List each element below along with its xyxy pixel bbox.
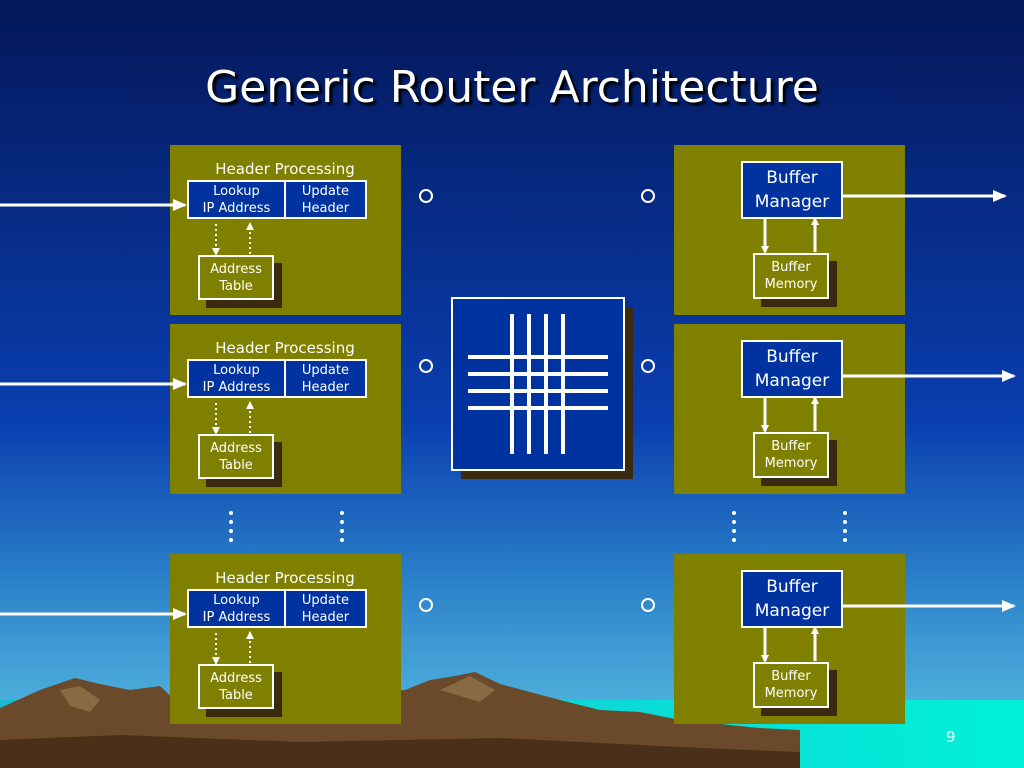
slide-title: Generic Router Architecture: [205, 62, 819, 113]
update-header: Update Header: [301, 362, 350, 395]
port-circle: [641, 189, 655, 203]
port-circle: [419, 598, 433, 612]
lookup-ip-address: Lookup IP Address: [189, 182, 286, 217]
port-circle: [419, 359, 433, 373]
switch-fabric: [451, 297, 633, 479]
ellipsis-dots: [229, 511, 847, 542]
header-processing-label: Header Processing: [215, 160, 355, 178]
header-processing-box: Lookup IP Address Update Header: [187, 589, 367, 628]
input-panel-1: Header Processing Lookup IP Address Upda…: [170, 145, 401, 315]
lookup-ip-address: Lookup IP Address: [189, 361, 286, 396]
buffer-manager: Buffer Manager: [741, 340, 843, 398]
page-number: 9: [946, 728, 956, 746]
header-processing-label: Header Processing: [215, 339, 355, 357]
buffer-manager: Buffer Manager: [741, 161, 843, 219]
port-circle: [419, 189, 433, 203]
input-panel-2: Header Processing Lookup IP Address Upda…: [170, 324, 401, 494]
header-processing-box: Lookup IP Address Update Header: [187, 359, 367, 398]
output-panel-3: Buffer Manager Buffer Memory: [674, 554, 905, 724]
update-header: Update Header: [301, 183, 350, 216]
header-processing-box: Lookup IP Address Update Header: [187, 180, 367, 219]
lookup-ip-address: Lookup IP Address: [189, 591, 286, 626]
buffer-manager: Buffer Manager: [741, 570, 843, 628]
input-panel-3: Header Processing Lookup IP Address Upda…: [170, 554, 401, 724]
update-header: Update Header: [301, 592, 350, 625]
output-panel-1: Buffer Manager Buffer Memory: [674, 145, 905, 315]
port-circle: [641, 359, 655, 373]
output-panel-2: Buffer Manager Buffer Memory: [674, 324, 905, 494]
port-circle: [641, 598, 655, 612]
header-processing-label: Header Processing: [215, 569, 355, 587]
